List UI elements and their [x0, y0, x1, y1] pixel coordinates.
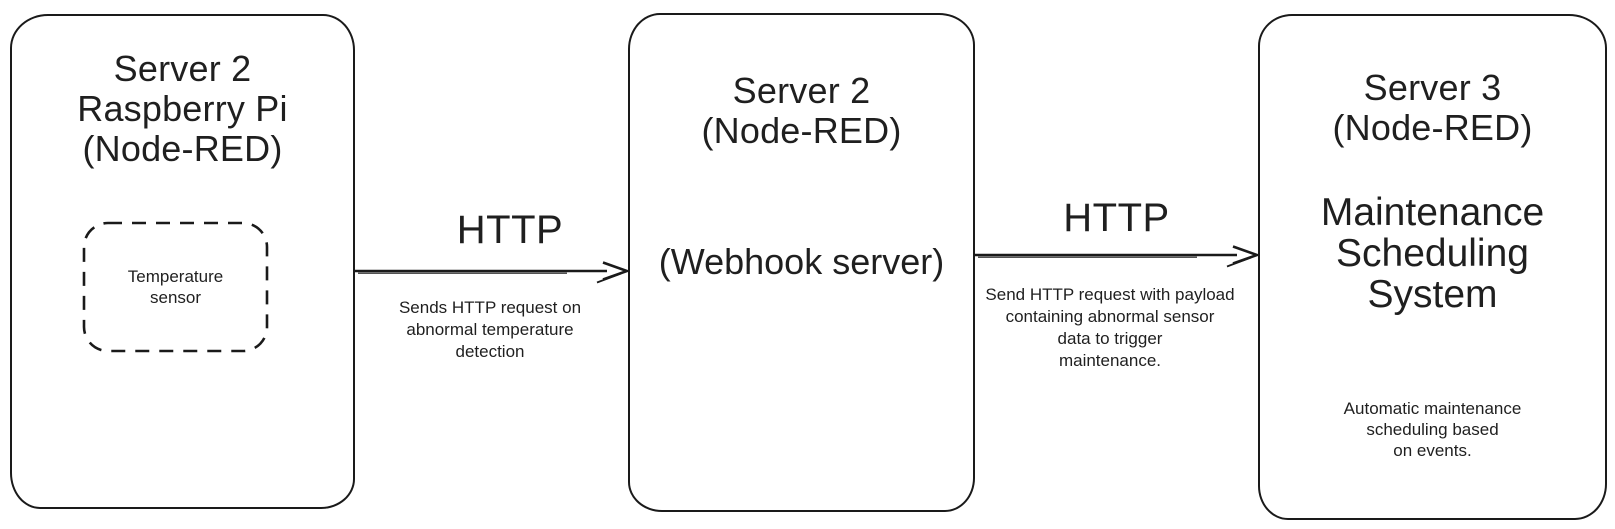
sensor-label-line: Temperature	[127, 267, 224, 286]
maintenance-note: Automatic maintenance scheduling based o…	[1260, 398, 1605, 461]
temperature-sensor-box: Temperature sensor	[82, 221, 269, 353]
node-server2-webhook: Server 2 (Node-RED) (Webhook server)	[628, 13, 975, 512]
edge-description-line: maintenance.	[1058, 351, 1162, 370]
edge-description-line: containing abnormal sensor	[1005, 307, 1215, 326]
arrow-right-icon	[355, 261, 628, 284]
node-title-line: Server 3	[1363, 67, 1502, 108]
temperature-sensor-label: Temperature sensor	[82, 221, 269, 353]
webhook-server-label: (Webhook server)	[658, 241, 945, 282]
node-title: Server 2 Raspberry Pi (Node-RED)	[12, 49, 353, 169]
edge2-description: Send HTTP request with payload containin…	[960, 284, 1260, 372]
note-line: Automatic maintenance	[1343, 399, 1522, 418]
edge-description-line: Send HTTP request with payload	[985, 285, 1235, 304]
edge-description-line: data to trigger	[1057, 329, 1163, 348]
node-server3-maintenance: Server 3 (Node-RED) Maintenance Scheduli…	[1258, 14, 1607, 520]
node-server2-raspberry-pi: Server 2 Raspberry Pi (Node-RED) Tempera…	[10, 14, 355, 509]
edge1-protocol-label: HTTP	[456, 208, 564, 252]
maintenance-system-label: Maintenance Scheduling System	[1260, 192, 1605, 315]
edge-description-line: detection	[455, 342, 525, 361]
node-title-line: Server 2	[113, 48, 252, 89]
node-title: Server 3 (Node-RED)	[1260, 68, 1605, 148]
edge1-description: Sends HTTP request on abnormal temperatu…	[340, 297, 640, 363]
system-label-line: Maintenance	[1320, 191, 1545, 234]
node-title-line: Raspberry Pi	[77, 88, 288, 129]
edge-description-line: abnormal temperature	[406, 320, 574, 339]
node-title-line: (Node-RED)	[701, 110, 902, 151]
node-title-line: (Node-RED)	[1332, 107, 1533, 148]
edge-description-line: Sends HTTP request on	[398, 298, 582, 317]
note-line: scheduling based	[1366, 420, 1499, 439]
system-label-line: Scheduling	[1336, 232, 1529, 275]
edge2-protocol-label: HTTP	[1063, 196, 1170, 240]
sensor-label-line: sensor	[149, 288, 202, 307]
node-title-line: (Node-RED)	[82, 128, 283, 169]
node-title: Server 2 (Node-RED)	[630, 71, 973, 151]
node-title-line: Server 2	[732, 70, 871, 111]
arrow-right-icon	[975, 245, 1258, 268]
system-label-line: System	[1367, 273, 1498, 316]
note-line: on events.	[1393, 441, 1472, 460]
